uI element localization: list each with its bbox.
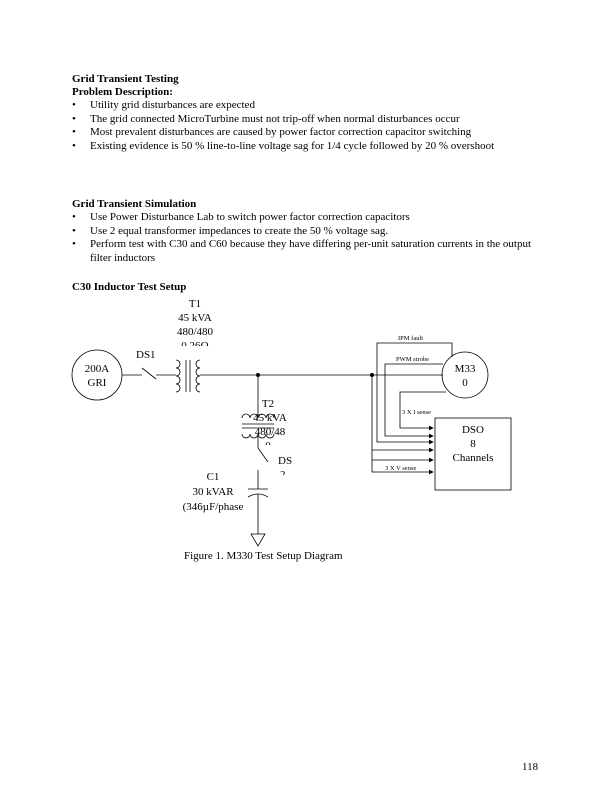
junction-dot xyxy=(370,373,374,377)
t1-impedance: 0.26Ω xyxy=(181,340,208,352)
list-item: Utility grid disturbances are expected xyxy=(72,99,552,113)
c1-rating: 30 kVAR xyxy=(192,486,234,498)
ds2-label: DS xyxy=(278,455,292,467)
bullet-list: Use Power Disturbance Lab to switch powe… xyxy=(72,211,552,265)
list-item: Existing evidence is 50 % line-to-line v… xyxy=(72,140,552,154)
list-item: Use 2 equal transformer impedances to cr… xyxy=(72,225,552,239)
t1-rating: 45 kVA xyxy=(178,312,212,324)
t1-transformer-symbol xyxy=(175,359,201,393)
page-number: 118 xyxy=(522,761,539,773)
section-c30-inductor-test-setup: C30 Inductor Test Setup xyxy=(72,281,552,294)
m330-symbol xyxy=(441,351,489,399)
section-title: Grid Transient Simulation xyxy=(72,198,197,210)
ds2-label: 2 xyxy=(280,469,286,481)
section-subtitle: Problem Description: xyxy=(72,86,173,98)
m330-label: M33 xyxy=(455,363,476,375)
voltage-sense-label: 3 X V sense xyxy=(385,465,416,472)
dso-channels-label: Channels xyxy=(453,452,494,464)
c1-label: C1 xyxy=(207,471,220,483)
bullet-list: Utility grid disturbances are expected T… xyxy=(72,99,552,153)
ds1-switch-symbol xyxy=(141,367,157,380)
pwm-strobe-label: PWM strobe xyxy=(396,356,429,363)
t1-voltage: 480/480 xyxy=(177,326,214,338)
ds2-switch-symbol xyxy=(257,447,269,463)
list-item: Use Power Disturbance Lab to switch powe… xyxy=(72,211,552,225)
section-title: C30 Inductor Test Setup xyxy=(72,281,187,293)
c1-capacitance: (346µF/phase xyxy=(183,501,244,513)
dso-box xyxy=(434,417,512,491)
t1-label: T1 xyxy=(189,298,201,310)
section-grid-transient-simulation: Grid Transient Simulation Use Power Dist… xyxy=(72,198,552,265)
current-sense-label: 3 X I sense xyxy=(402,409,431,416)
list-item: Perform test with C30 and C60 because th… xyxy=(72,238,552,265)
grid-source-label: 200A xyxy=(85,363,110,375)
junction-dot xyxy=(256,373,260,377)
grid-source-symbol xyxy=(71,349,123,401)
ipm-fault-label: IPM fault xyxy=(398,335,423,342)
figure-caption: Figure 1. M330 Test Setup Diagram xyxy=(184,550,343,562)
grid-source-label: GRI xyxy=(88,377,107,389)
dso-label: DSO xyxy=(462,424,484,436)
ds1-label: DS1 xyxy=(136,349,156,361)
t2-rating: 45 kVA xyxy=(253,412,287,424)
list-item: The grid connected MicroTurbine must not… xyxy=(72,113,552,127)
t2-voltage: 480/48 xyxy=(255,426,286,438)
section-title: Grid Transient Testing xyxy=(72,73,179,85)
t2-impedance: 0 xyxy=(265,440,271,452)
m330-label: 0 xyxy=(462,377,468,389)
list-item: Most prevalent disturbances are caused b… xyxy=(72,126,552,140)
t2-label: T2 xyxy=(262,398,274,410)
ground-symbol xyxy=(250,533,266,547)
dso-channels-count: 8 xyxy=(470,438,476,450)
section-grid-transient-testing: Grid Transient Testing Problem Descripti… xyxy=(72,73,552,153)
